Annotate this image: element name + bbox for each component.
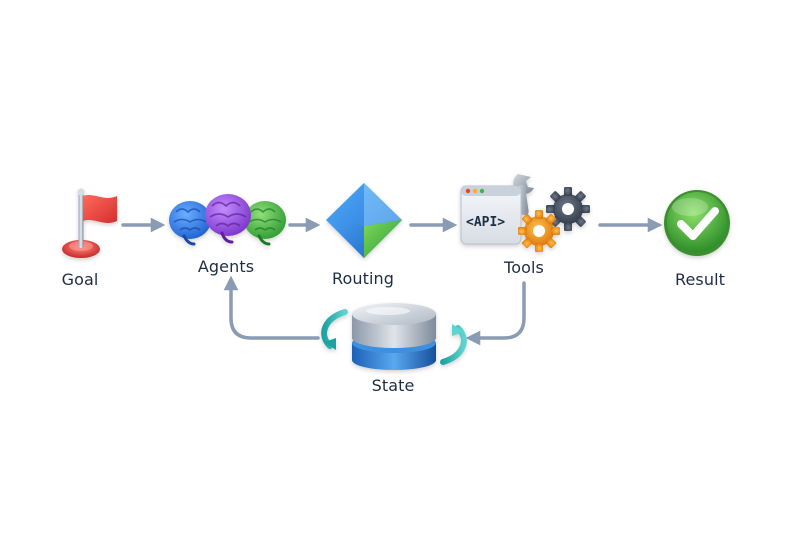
gear-orange-icon	[518, 210, 560, 252]
brain-blue-icon	[169, 201, 211, 246]
result-check-icon	[664, 190, 730, 256]
routing-diamond-icon	[326, 183, 402, 258]
state-database-icon	[321, 303, 467, 370]
tools-icon: <API>	[460, 174, 590, 252]
api-window-icon: <API>	[460, 185, 522, 245]
arrow-state-to-agents	[223, 275, 320, 340]
routing-label: Routing	[331, 269, 395, 288]
arrow-tools-to-state	[465, 281, 526, 346]
brain-purple-icon	[205, 194, 251, 244]
state-label: State	[371, 376, 415, 395]
gear-gray-icon	[546, 187, 590, 231]
goal-flag-icon	[62, 188, 117, 258]
agents-brains-icon	[169, 194, 286, 246]
arrows	[121, 217, 663, 346]
agents-label: Agents	[197, 257, 255, 276]
cycle-arrows-icon	[321, 309, 467, 365]
goal-label: Goal	[61, 270, 99, 289]
tools-label: Tools	[504, 258, 544, 277]
brain-green-icon	[244, 201, 286, 246]
api-text: <API>	[466, 215, 505, 230]
result-label: Result	[674, 270, 726, 289]
